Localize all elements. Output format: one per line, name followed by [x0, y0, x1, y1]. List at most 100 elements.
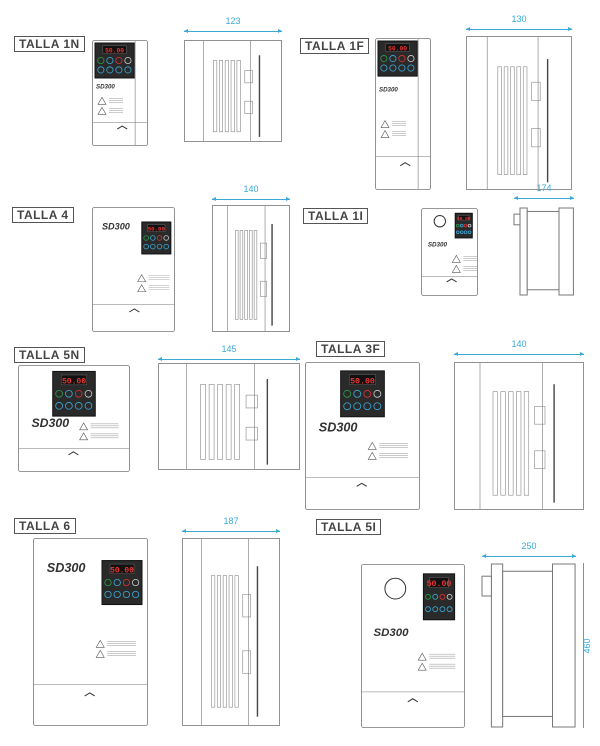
latch — [245, 426, 258, 441]
vent-fin — [200, 384, 206, 460]
keypad-button-icon — [113, 590, 121, 599]
front-cover-side — [558, 207, 574, 296]
keypad-button-icon — [74, 389, 83, 398]
keypad-button-icon — [122, 590, 131, 599]
side-view-1n — [184, 40, 282, 142]
side-view-3f — [454, 362, 584, 510]
vent-fin — [500, 391, 506, 496]
warning-icon — [367, 441, 377, 450]
keypad-button-icon — [439, 606, 446, 613]
knob-side — [481, 575, 492, 597]
keypad-button-icon — [459, 223, 464, 228]
keypad-button-icon — [363, 389, 372, 398]
width-dimension-1n: 123 — [184, 16, 282, 34]
vent-fin — [225, 384, 232, 460]
keypad-button-icon — [455, 223, 460, 228]
knob-side — [513, 213, 521, 226]
size-label-1f: TALLA 1F — [300, 38, 370, 54]
vent-fin — [234, 384, 240, 460]
latch — [531, 81, 541, 101]
keypad-button-icon — [439, 593, 446, 600]
keypad-button-icon — [463, 230, 468, 235]
keypad-button-icon — [380, 55, 388, 63]
vent-fin — [516, 66, 521, 175]
keypad-button-icon — [163, 235, 169, 241]
display-window — [429, 577, 449, 588]
housing-outline — [305, 362, 420, 510]
front-view-6: 50.00 SD300 — [33, 538, 148, 726]
keypad-button-icon — [84, 402, 93, 410]
display-window — [385, 43, 410, 52]
keypad-button-icon — [143, 243, 149, 250]
size-label-5i: TALLA 5I — [316, 519, 382, 535]
latch — [245, 394, 258, 409]
keypad-button-icon — [407, 64, 415, 72]
width-value: 130 — [511, 14, 527, 24]
warning-icon — [97, 96, 107, 105]
keypad-button-icon — [115, 56, 123, 65]
keypad-button-icon — [55, 402, 63, 410]
keypad-button-icon — [150, 235, 156, 241]
brand-logo: SD300 — [379, 86, 398, 93]
warning-icon — [451, 264, 461, 273]
keypad-button-icon — [104, 590, 112, 599]
display-window — [60, 374, 88, 386]
keypad-button-icon — [132, 578, 140, 587]
display-window — [349, 374, 376, 385]
vent-fin — [222, 575, 227, 708]
side-outline — [212, 205, 290, 332]
display-readout: 50.00 — [62, 377, 86, 386]
vent-fin — [236, 60, 241, 133]
display-readout: 50.00 — [148, 226, 166, 233]
manufacturer-logo — [399, 162, 411, 167]
manufacturer-logo — [116, 125, 128, 130]
keypad-button-icon — [373, 402, 382, 411]
keypad-button-icon — [113, 578, 121, 587]
disconnect-knob-icon — [384, 577, 407, 600]
display-window — [147, 224, 166, 232]
side-outline — [466, 36, 572, 190]
latch — [534, 406, 546, 425]
latch — [244, 100, 253, 114]
side-outline — [182, 538, 280, 726]
keypad-button-icon — [455, 230, 460, 235]
vent-fin — [216, 575, 222, 708]
warning-icon — [97, 106, 107, 115]
vent-fin — [516, 391, 522, 496]
keypad-button-icon — [446, 593, 453, 600]
display-readout: 50.00 — [427, 580, 452, 589]
vent-fin — [217, 384, 223, 460]
keypad-button-icon — [163, 243, 169, 250]
keypad-button-icon — [407, 55, 415, 63]
width-dimension-1f: 130 — [466, 14, 572, 32]
side-view-4 — [212, 205, 290, 332]
display-readout: 50.00 — [110, 566, 134, 575]
keypad-button-icon — [363, 402, 372, 411]
keypad-button-icon — [467, 230, 472, 235]
vent-fin — [249, 230, 253, 320]
latch — [260, 242, 267, 259]
vent-fin — [492, 391, 498, 496]
display-readout: 50.00 — [457, 216, 471, 222]
vent-fin — [213, 60, 218, 133]
manufacturer-logo — [356, 482, 368, 487]
side-view-5i — [481, 563, 576, 728]
manufacturer-logo — [129, 308, 140, 313]
vent-fin — [522, 66, 528, 175]
size-label-4: TALLA 4 — [12, 207, 74, 223]
warning-icon — [380, 129, 390, 138]
latch — [244, 70, 253, 84]
width-dimension-5i: 250 — [482, 541, 576, 559]
keypad-button-icon — [124, 56, 132, 65]
size-label-6: TALLA 6 — [14, 518, 76, 534]
display-window — [458, 215, 470, 221]
vent-fin — [234, 575, 239, 708]
keypad-button-icon — [97, 56, 105, 65]
brand-logo: SD300 — [47, 561, 86, 575]
keypad-button-icon — [65, 389, 73, 398]
width-value: 140 — [511, 339, 527, 349]
keypad-button-icon — [55, 389, 63, 398]
keypad-button-icon — [122, 578, 131, 587]
